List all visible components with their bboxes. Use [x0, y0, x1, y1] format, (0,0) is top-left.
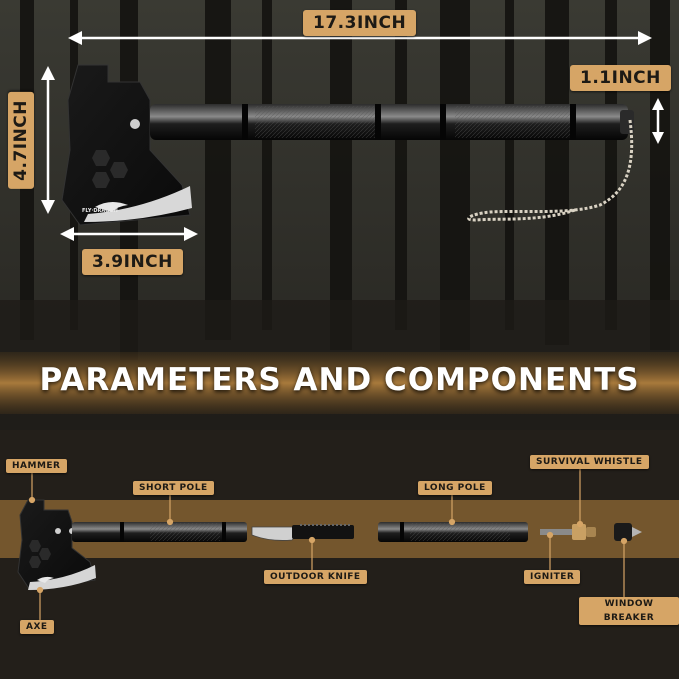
brand-logo-icon: FLY·DRAGON	[82, 201, 128, 214]
component-survival-whistle	[572, 524, 596, 540]
component-long-pole	[378, 522, 528, 542]
arrow-diameter-icon	[652, 98, 664, 144]
outdoor-knife-label: OUTDOOR KNIFE	[264, 570, 367, 584]
component-axe-head	[17, 499, 96, 591]
hammer-label: HAMMER	[6, 459, 67, 473]
component-outdoor-knife	[251, 524, 354, 541]
heading-band	[0, 352, 679, 414]
length-dimension-label: 17.3INCH	[303, 10, 417, 36]
width-dimension-label: 3.9INCH	[82, 249, 183, 275]
svg-text:FLY·DRAGON: FLY·DRAGON	[82, 208, 118, 214]
leader-lines	[28, 467, 628, 620]
diameter-dimension-label: 1.1INCH	[570, 65, 671, 91]
assembled-axe	[61, 64, 634, 226]
axe-label: AXE	[20, 620, 54, 634]
igniter-label: IGNITER	[524, 570, 581, 584]
arrow-width-icon	[60, 227, 198, 241]
arrow-height-icon	[41, 66, 55, 214]
paracord-lanyard-icon	[467, 119, 634, 222]
survival-whistle-label: SURVIVAL WHISTLE	[530, 455, 649, 469]
component-igniter	[540, 529, 572, 535]
height-dimension-label: 4.7INCH	[8, 92, 34, 189]
window-breaker-label: WINDOW BREAKER	[579, 597, 679, 625]
component-window-breaker	[614, 523, 642, 541]
arrow-length-icon	[68, 31, 652, 45]
short-pole-label: SHORT POLE	[133, 481, 214, 495]
component-short-pole	[72, 522, 247, 542]
long-pole-label: LONG POLE	[418, 481, 492, 495]
section-heading: PARAMETERS AND COMPONENTS	[39, 362, 640, 398]
